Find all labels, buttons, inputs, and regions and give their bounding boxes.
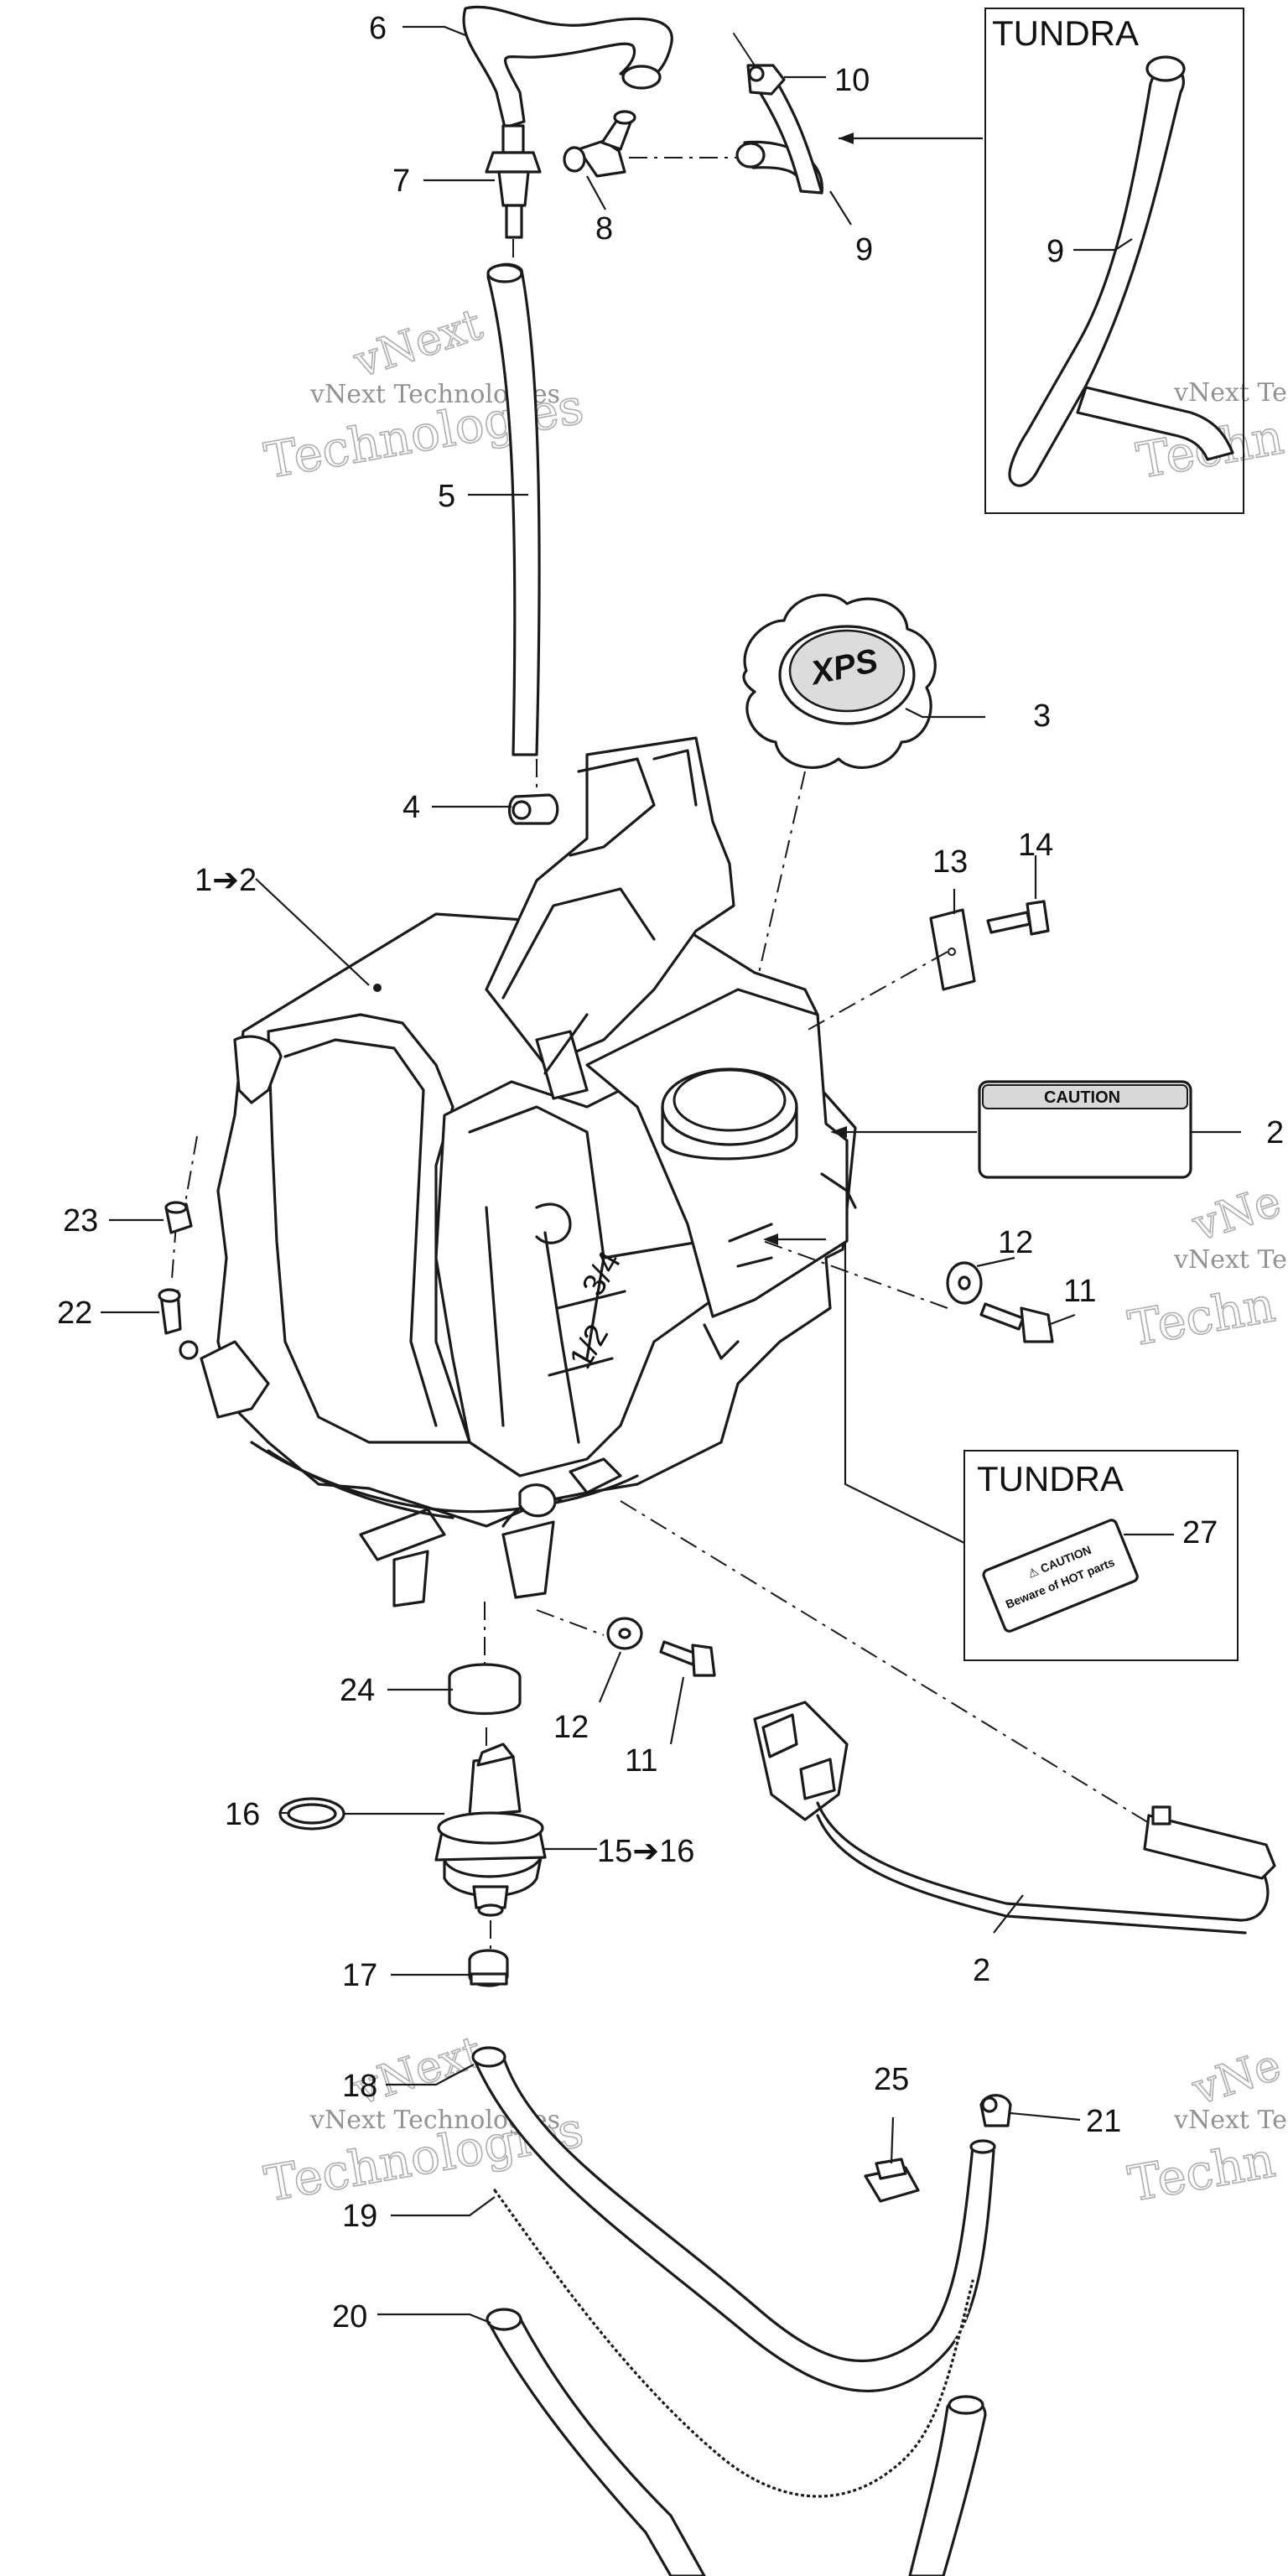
- part-17-clamp: [468, 1920, 509, 1987]
- part-2-caution-decal: CAUTION: [978, 1080, 1192, 1179]
- tundra-title-top: TUNDRA: [992, 13, 1139, 53]
- part-19-spring: [491, 2188, 976, 2500]
- callout-17: 17: [342, 1958, 377, 1993]
- part-24-clamp: [448, 1663, 522, 1715]
- callout-12-lower: 12: [553, 1710, 589, 1745]
- callout-14: 14: [1018, 828, 1053, 863]
- watermark-fragment: vNe: [1187, 1176, 1287, 1252]
- part-6-breather-hose: [462, 5, 673, 129]
- callout-3: 3: [1033, 699, 1051, 734]
- part-20-hose: [486, 2308, 987, 2576]
- part-12-washer-lower: [606, 1617, 643, 1650]
- part-25-clip: [864, 2158, 920, 2203]
- part-10-clamp: [733, 33, 786, 96]
- part-22-fitting: [158, 1288, 182, 1335]
- tundra-detail-box-bottom: TUNDRA ⚠ CAUTION Beware of HOT parts: [963, 1450, 1239, 1661]
- callout-22: 22: [57, 1296, 92, 1331]
- callout-5: 5: [438, 479, 455, 514]
- watermark-fragment: Techn: [1124, 2131, 1280, 2212]
- part-5-vent-hose: [486, 239, 541, 756]
- part-23-grommet: [164, 1201, 193, 1234]
- part-15-drain-valve: [434, 1742, 547, 1917]
- part-4-clamp: [507, 793, 559, 825]
- callout-15: 15➔16: [597, 1834, 694, 1869]
- part-27-tundra-decal: ⚠ CAUTION Beware of HOT parts: [982, 1519, 1139, 1633]
- leader-lines: [101, 25, 1241, 2324]
- watermark-fragment: vNe: [1187, 2040, 1287, 2116]
- part-9-tundra-hose: [1008, 63, 1185, 487]
- callout-11-lower: 11: [625, 1743, 657, 1779]
- callout-21: 21: [1086, 2104, 1121, 2139]
- callout-labels: 6 7 8 10 9 9 5 3 4 1➔2 13 14 2 23 22 12 …: [57, 11, 1284, 2334]
- callout-2-decal: 2: [1266, 1115, 1284, 1150]
- part-11-bolt-upper: [979, 1302, 1054, 1343]
- part-1-oil-tank: 3/4 1/2: [179, 736, 857, 1607]
- tundra-title-bottom: TUNDRA: [977, 1459, 1124, 1498]
- part-3-filler-cap: XPS: [742, 594, 937, 769]
- watermark-vnext: vNext: [348, 299, 489, 388]
- callout-9-tundra: 9: [1046, 234, 1064, 269]
- part-7-check-valve: [485, 124, 542, 239]
- part-14-screw: [986, 900, 1050, 936]
- callout-16: 16: [225, 1797, 260, 1832]
- callout-10: 10: [834, 63, 870, 98]
- part-12-washer-upper: [946, 1261, 983, 1305]
- part-13-plate: [929, 908, 976, 991]
- callout-19: 19: [342, 2199, 377, 2234]
- watermark-fragment: vNext Te: [1173, 378, 1287, 408]
- part-16-o-ring: [278, 1797, 345, 1831]
- callout-2-harness: 2: [973, 1953, 990, 1988]
- tundra-detail-box-top: TUNDRA: [984, 8, 1244, 514]
- callout-11-upper: 11: [1063, 1274, 1096, 1309]
- callout-4: 4: [402, 790, 420, 825]
- callout-8: 8: [595, 211, 613, 247]
- callout-9: 9: [855, 232, 873, 267]
- watermark-fragment: Techn: [1124, 1275, 1280, 1357]
- callout-27: 27: [1182, 1515, 1218, 1550]
- part-8-elbow-fitting: [563, 110, 636, 178]
- callout-6: 6: [369, 11, 387, 46]
- callout-23: 23: [63, 1203, 98, 1239]
- watermark-fragment: vNext Te: [1173, 2106, 1287, 2135]
- callout-25: 25: [874, 2062, 909, 2097]
- part-2-level-sensor-harness: [753, 1701, 1276, 1935]
- callout-1: 1➔2: [195, 863, 257, 898]
- part-18-drain-hose: [471, 2046, 996, 2392]
- caution-decal-text: CAUTION: [1044, 1088, 1120, 1107]
- watermark-group-top: vNext vNext Technologies Technologies vN…: [260, 299, 1288, 490]
- callout-13: 13: [932, 844, 968, 880]
- callout-7: 7: [392, 164, 410, 199]
- callout-20: 20: [332, 2299, 367, 2334]
- part-21-clamp: [979, 2094, 1012, 2127]
- watermark-fragment: vNext Te: [1173, 1245, 1287, 1275]
- callout-12-upper: 12: [998, 1225, 1033, 1260]
- part-9-hose: [735, 78, 823, 195]
- callout-24: 24: [340, 1673, 375, 1708]
- part-11-bolt-lower: [659, 1640, 716, 1677]
- callout-18: 18: [342, 2069, 377, 2104]
- watermark-group-bottom: vNext vNext Technologies Technologies vN…: [260, 2026, 1287, 2213]
